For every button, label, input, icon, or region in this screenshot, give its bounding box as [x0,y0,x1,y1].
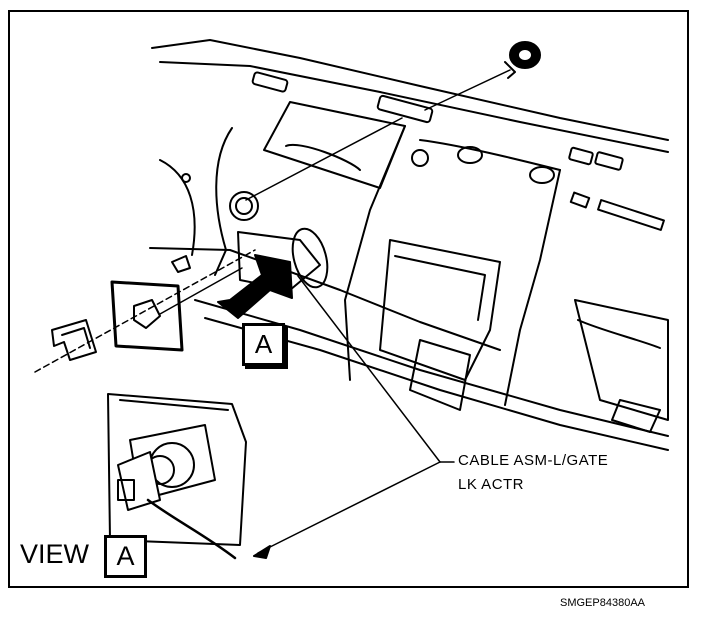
assembly-line [34,249,256,373]
reference-letter: A [254,329,273,359]
right-lower-panel [574,299,669,421]
upper-vent [251,71,289,93]
view-detail-cable [146,498,237,560]
right-bracket [611,399,661,433]
center-lower-box [379,239,501,381]
right-grille [597,199,665,231]
callout-arrowhead [253,545,271,559]
callout-leader-lower [257,461,441,554]
center-lower-bracket [409,339,471,411]
panel-lower-edge [149,247,501,351]
retainer-clip [51,319,97,361]
round-grommet-inner [235,197,253,215]
knob-2 [529,166,555,184]
side-clip [171,255,191,273]
knob-1 [457,146,483,164]
view-label-letter: A [116,541,135,571]
cover-plate [110,280,184,352]
view-detail-plate [107,393,247,546]
left-compartment-slot [285,143,361,171]
callout-line-1: CABLE ASM-L/GATE [458,452,609,469]
center-vent [376,94,434,124]
view-detail-connector [117,424,216,511]
panel-top-edge [151,39,669,141]
reference-arrow [217,254,293,319]
switch-1 [569,191,591,209]
center-stack-right [504,169,561,406]
callout-line-2: LK ACTR [458,476,525,493]
center-lower-box-inner [394,255,486,321]
view-label-word: VIEW [20,539,90,569]
top-fastener [504,41,541,79]
center-stack-left [344,125,406,381]
round-grommet [229,191,259,221]
assembly-line-2 [159,267,243,315]
right-slot [577,319,661,349]
panel-bottom-line [194,299,669,437]
retainer-clip-inner [61,327,91,349]
right-vent-2 [594,151,624,171]
connector-opening [237,231,321,291]
illustration-frame [8,10,689,588]
center-stack-mid [419,139,561,171]
connector-opening-ring [291,227,329,289]
fastener-leader-2 [245,117,403,201]
right-vent-1 [568,146,594,166]
knob-3 [411,149,429,167]
side-cover-2 [159,159,196,256]
side-fastener [181,173,191,183]
drawing-id: SMGEP84380AA [560,597,645,609]
view-label-letter-box: A [104,535,147,578]
cover-plate-hole [133,299,161,329]
view-detail-plate-inner [119,399,229,411]
fastener-leader [424,69,511,111]
reference-letter-box: A [242,323,285,366]
callout-leader-upper [297,275,441,463]
panel-top-edge-inner [159,61,669,153]
side-cover [214,127,233,276]
